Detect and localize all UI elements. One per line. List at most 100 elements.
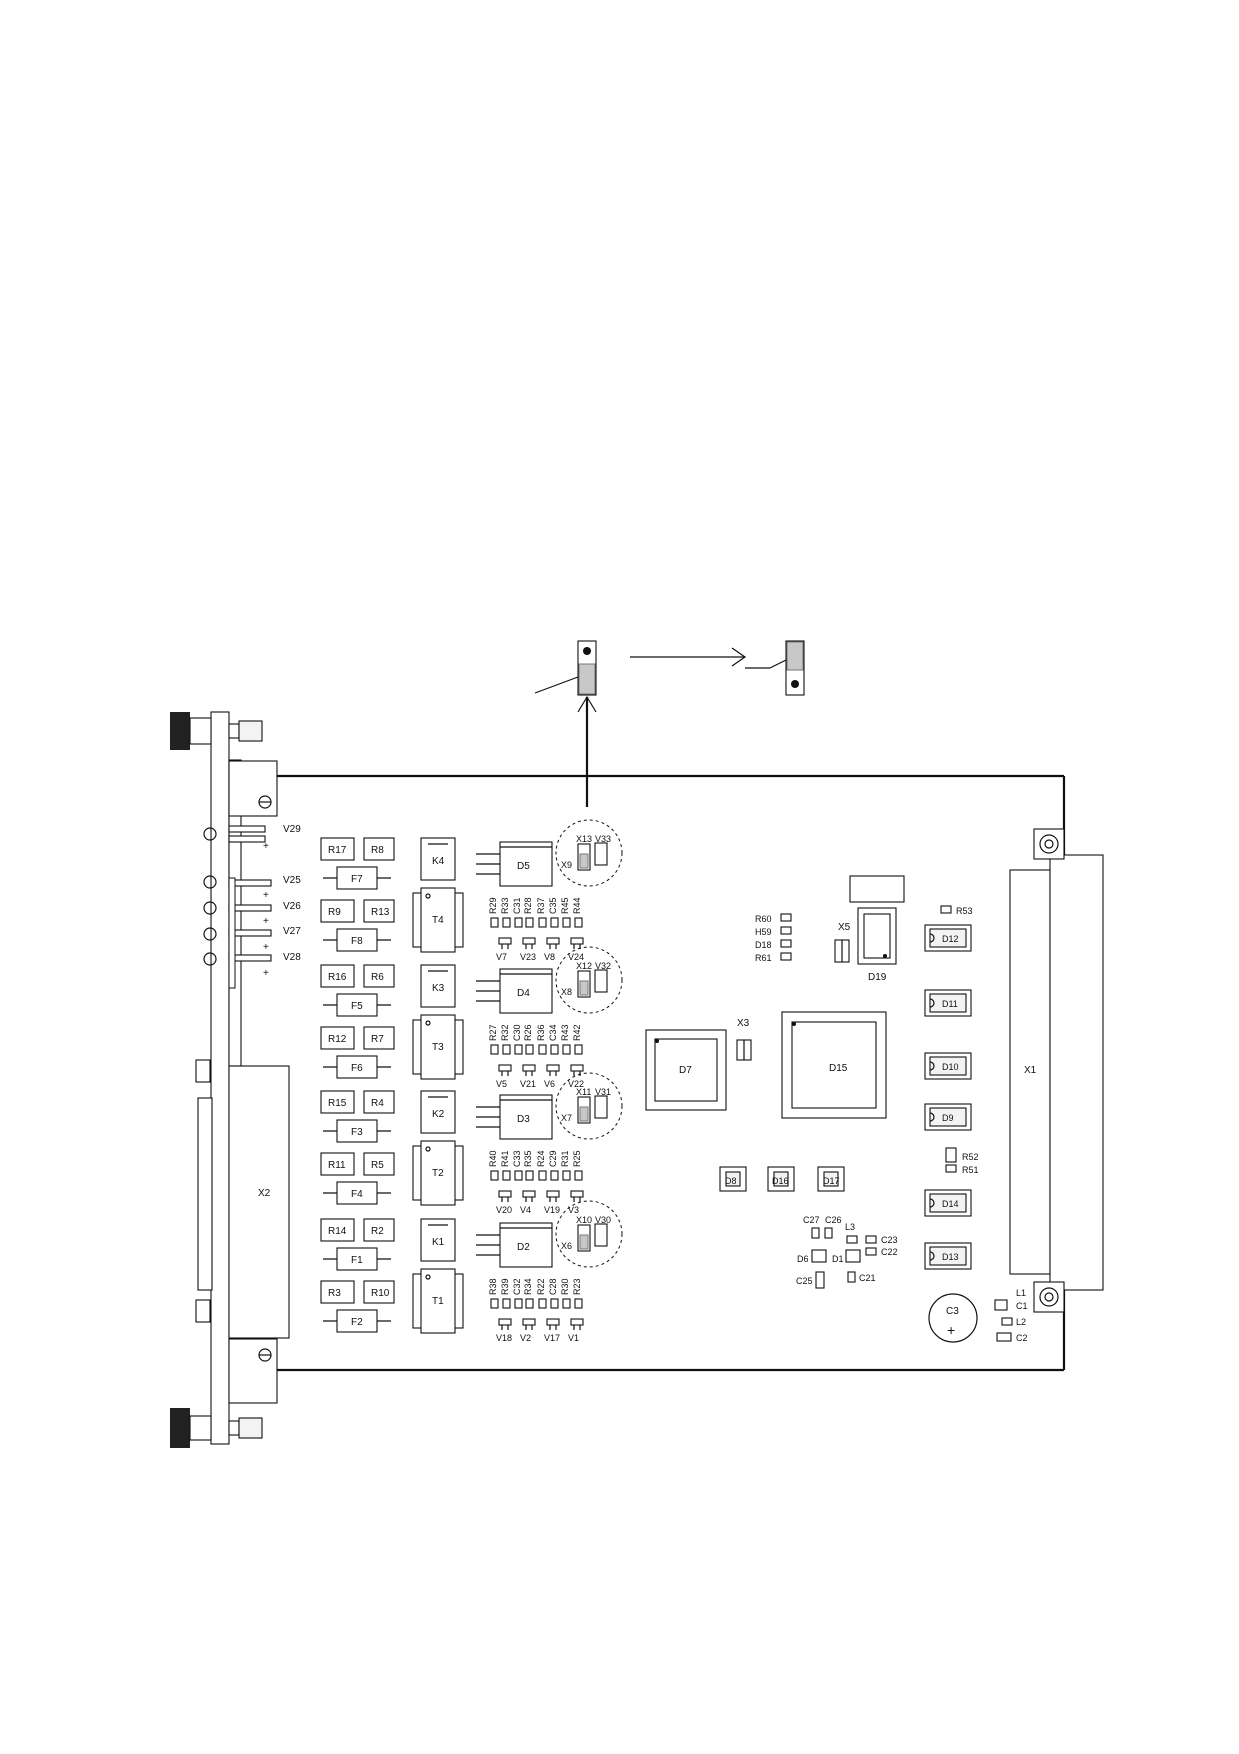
component-label: V20 bbox=[496, 1205, 512, 1215]
component-label: C29 bbox=[548, 1150, 558, 1167]
component-label: V30 bbox=[595, 1215, 611, 1225]
component-label: L2 bbox=[1016, 1317, 1026, 1327]
component-label: R17 bbox=[328, 845, 347, 856]
component-label: R15 bbox=[328, 1098, 347, 1109]
component-label: D9 bbox=[942, 1113, 954, 1123]
component-label: D10 bbox=[942, 1062, 959, 1072]
component-label: D5 bbox=[517, 861, 530, 872]
component-label: K4 bbox=[432, 856, 445, 867]
power-area: C27 C26 L3 C23 C22 D6 D1 C25 C21 C3 + L1… bbox=[796, 1215, 1028, 1343]
screw-icon bbox=[1039, 834, 1059, 854]
component-label: T4 bbox=[432, 915, 444, 926]
component-label: F4 bbox=[351, 1189, 363, 1200]
component-label: D15 bbox=[829, 1063, 848, 1074]
component-label: C31 bbox=[512, 897, 522, 914]
component-label: D17 bbox=[823, 1176, 840, 1186]
component-label: V23 bbox=[520, 952, 536, 962]
component-label: F2 bbox=[351, 1317, 363, 1328]
component-label: R5 bbox=[371, 1160, 384, 1171]
component-label: V3 bbox=[568, 1205, 579, 1215]
component-label: T2 bbox=[432, 1168, 444, 1179]
component-label: R38 bbox=[488, 1278, 498, 1295]
component-label: L1 bbox=[1016, 1288, 1026, 1298]
component-label: R25 bbox=[572, 1150, 582, 1167]
component-label: X6 bbox=[561, 1241, 572, 1251]
component-label: V6 bbox=[544, 1079, 555, 1089]
component-label: R33 bbox=[500, 897, 510, 914]
component-label: R26 bbox=[523, 1024, 533, 1041]
component-label: R6 bbox=[371, 972, 384, 983]
component-label: R4 bbox=[371, 1098, 384, 1109]
component-label: V21 bbox=[520, 1079, 536, 1089]
component-label: R16 bbox=[328, 972, 347, 983]
component-label: R32 bbox=[500, 1024, 510, 1041]
component-label: R8 bbox=[371, 845, 384, 856]
component-label: R24 bbox=[536, 1150, 546, 1167]
component-label: R14 bbox=[328, 1226, 347, 1237]
backplane-connector-x1 bbox=[1009, 869, 1051, 1275]
component-label: V33 bbox=[595, 834, 611, 844]
ic-d9: D9 bbox=[924, 1103, 972, 1131]
component-label: X1 bbox=[1024, 1065, 1037, 1076]
component-label: V4 bbox=[520, 1205, 531, 1215]
component-label: V22 bbox=[568, 1079, 584, 1089]
component-label: R36 bbox=[536, 1024, 546, 1041]
component-label: T1 bbox=[432, 1296, 444, 1307]
component-label: R30 bbox=[560, 1278, 570, 1295]
component-label: D1 bbox=[832, 1254, 844, 1264]
component-label: V5 bbox=[496, 1079, 507, 1089]
capacitor-c3-icon bbox=[928, 1293, 978, 1343]
polarity-mark: + bbox=[263, 916, 269, 927]
ic-d13: D13 bbox=[924, 1242, 972, 1270]
component-label: C2 bbox=[1016, 1333, 1028, 1343]
component-label: R31 bbox=[560, 1150, 570, 1167]
component-label: D16 bbox=[772, 1176, 789, 1186]
component-label: R39 bbox=[500, 1278, 510, 1295]
component-label: R60 bbox=[755, 914, 772, 924]
component-label: X10 bbox=[576, 1215, 592, 1225]
component-label: R61 bbox=[755, 953, 772, 963]
component-label: R37 bbox=[536, 897, 546, 914]
jumper-detail bbox=[534, 640, 805, 807]
component-label: V31 bbox=[595, 1087, 611, 1097]
component-label: C33 bbox=[512, 1150, 522, 1167]
component-label: D12 bbox=[942, 934, 959, 944]
component-label: D14 bbox=[942, 1199, 959, 1209]
component-label: L3 bbox=[845, 1222, 855, 1232]
connector-label: X2 bbox=[258, 1188, 271, 1199]
component-label: R22 bbox=[536, 1278, 546, 1295]
component-label: F1 bbox=[351, 1255, 363, 1266]
component-label: X13 bbox=[576, 834, 592, 844]
led-label: V27 bbox=[283, 926, 301, 937]
polarity-mark: + bbox=[263, 968, 269, 979]
ic-d14: D14 bbox=[924, 1189, 972, 1217]
component-label: X7 bbox=[561, 1113, 572, 1123]
component-label: V24 bbox=[568, 952, 584, 962]
polarity-mark: + bbox=[263, 890, 269, 901]
component-label: R35 bbox=[523, 1150, 533, 1167]
component-label: D13 bbox=[942, 1252, 959, 1262]
component-label: R7 bbox=[371, 1034, 384, 1045]
polarity-mark: + bbox=[263, 841, 269, 852]
component-label: F3 bbox=[351, 1127, 363, 1138]
component-label: R27 bbox=[488, 1024, 498, 1041]
component-label: F5 bbox=[351, 1001, 363, 1012]
component-label: C21 bbox=[859, 1273, 876, 1283]
component-label: F8 bbox=[351, 936, 363, 947]
component-label: T3 bbox=[432, 1042, 444, 1053]
component-label: D7 bbox=[679, 1065, 692, 1076]
component-label: R44 bbox=[572, 897, 582, 914]
component-label: C34 bbox=[548, 1024, 558, 1041]
component-label: C23 bbox=[881, 1235, 898, 1245]
component-label: C3 bbox=[946, 1306, 959, 1317]
component-label: V19 bbox=[544, 1205, 560, 1215]
ic-d12: D12 bbox=[924, 924, 972, 952]
component-label: R34 bbox=[523, 1278, 533, 1295]
component-label: R9 bbox=[328, 907, 341, 918]
component-label: R42 bbox=[572, 1024, 582, 1041]
component-label: R53 bbox=[956, 906, 973, 916]
